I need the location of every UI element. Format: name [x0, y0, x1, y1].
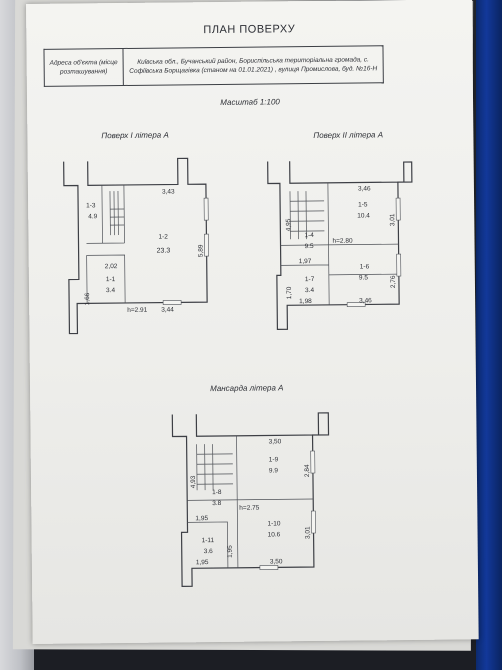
dim-attic-1-95-a: 1,95 — [195, 515, 208, 522]
room-1-11-area: 3.6 — [204, 548, 213, 555]
room-1-6-area: 9.5 — [359, 274, 368, 281]
room-1-5-area: 10.4 — [357, 212, 370, 219]
dim-f1-bottom: 3,44 — [161, 306, 174, 313]
floor-2-window-right-2 — [396, 253, 402, 277]
attic-outer-walls — [171, 412, 330, 588]
dim-attic-1-95-b: 1,95 — [227, 545, 234, 558]
attic-stair — [196, 444, 234, 491]
room-1-8-id: 1-8 — [212, 489, 222, 496]
dim-attic-top: 3,50 — [269, 438, 282, 445]
dim-f2-3-01: 3,01 — [389, 213, 396, 226]
blue-binder — [476, 0, 502, 670]
room-1-8-area: 3.8 — [212, 500, 221, 507]
room-1-7-area: 3.4 — [305, 287, 314, 294]
room-1-5-id: 1-5 — [358, 201, 368, 208]
room-1-7-id: 1-7 — [305, 276, 315, 283]
dim-attic-height: h=2.75 — [239, 505, 260, 512]
floor-2-window-right — [395, 197, 401, 221]
dim-f2-top: 3,46 — [358, 185, 371, 192]
room-1-4-id: 1-4 — [304, 232, 314, 239]
dim-attic-3-01: 3,01 — [304, 526, 311, 539]
room-1-10-id: 1-10 — [267, 520, 280, 527]
room-1-11-id: 1-11 — [202, 537, 215, 544]
floor-1-window-right-2 — [204, 233, 209, 257]
dim-f2-height: h=2.80 — [332, 238, 353, 245]
dim-f2-bottom: 3,46 — [359, 297, 372, 304]
dim-attic-4-93: 4,93 — [190, 475, 197, 488]
floor-2-stair — [289, 191, 325, 240]
room-1-3-id: 1-3 — [86, 202, 96, 209]
room-1-10-area: 10.6 — [268, 531, 281, 538]
floor-2-outer-walls — [267, 161, 413, 330]
dim-f1-right: 5,89 — [198, 244, 205, 257]
dim-f1-2-02: 2,02 — [105, 263, 118, 270]
dim-attic-bottom: 3,50 — [270, 558, 283, 565]
floor-1-window-bottom — [162, 300, 182, 305]
floor-1-stair — [109, 191, 125, 236]
floor-2-window-bottom — [346, 302, 366, 307]
room-1-9-area: 9.9 — [269, 467, 278, 474]
room-1-2-area: 23.3 — [157, 248, 171, 255]
attic-plan: 1-9 9.9 1-8 3.8 1-10 10.6 1-11 3.6 3,50 … — [171, 412, 330, 588]
room-1-6-id: 1-6 — [360, 263, 370, 270]
attic-window-right — [310, 450, 316, 474]
attic-window-right-2 — [311, 510, 316, 534]
floor-1-window-right — [203, 197, 209, 221]
floor-1-outer-walls — [63, 157, 208, 335]
dim-f2-2-76: 2,76 — [390, 275, 397, 288]
room-1-4-area: 9.5 — [305, 243, 314, 250]
attic-window-bottom — [259, 565, 279, 570]
dim-f1-top: 3,43 — [162, 188, 175, 195]
floor-1-inner-walls — [86, 184, 126, 304]
dim-f1-height: h=2.91 — [127, 307, 148, 314]
room-1-3-area: 4.9 — [88, 213, 97, 220]
floor-2-plan: 1-5 10.4 1-4 9.5 1-6 9.5 1-7 3.4 3,46 4,… — [267, 161, 413, 330]
dim-attic-2-84: 2,84 — [304, 464, 311, 477]
room-1-9-id: 1-9 — [269, 456, 279, 463]
dim-attic-1-95-c: 1,95 — [196, 559, 209, 566]
floor-plan-sheet: ПЛАН ПОВЕРХУ Адреса об'єкта (місце розта… — [26, 0, 479, 644]
dim-f2-1-97: 1,97 — [299, 258, 312, 265]
room-1-1-id: 1-1 — [106, 276, 116, 283]
room-1-1-area: 3.4 — [106, 287, 115, 294]
attic-inner-walls — [187, 435, 314, 568]
dim-f2-1-70: 1,70 — [286, 286, 293, 299]
floor-plans-drawing: 1-3 4.9 1-2 23.3 1-1 3.4 3,43 5,89 2,02 … — [63, 157, 413, 588]
floor-2-inner-walls — [280, 182, 399, 305]
dim-f2-1-98: 1,98 — [299, 298, 312, 305]
floor-1-plan: 1-3 4.9 1-2 23.3 1-1 3.4 3,43 5,89 2,02 … — [63, 157, 209, 335]
dim-f2-4-95: 4,95 — [285, 218, 292, 231]
room-1-2-id: 1-2 — [158, 234, 168, 241]
dim-f1-1-66: 1,66 — [84, 292, 91, 305]
